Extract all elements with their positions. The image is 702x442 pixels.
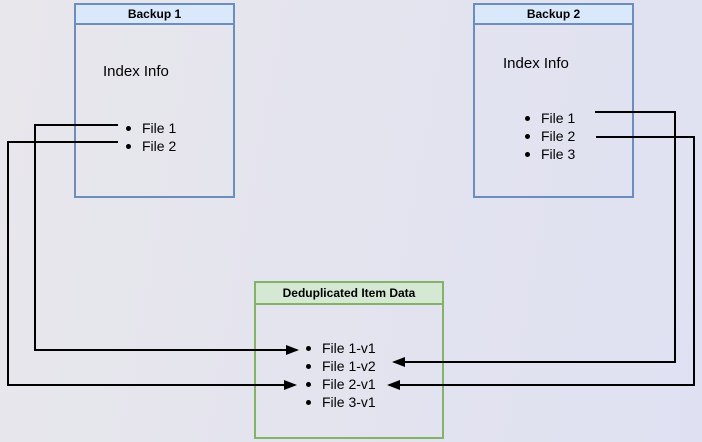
backup1-file-list: File 1 File 2: [126, 119, 176, 155]
backup1-box: Backup 1 Index Info File 1 File 2: [74, 3, 235, 198]
backup2-title: Backup 2: [475, 5, 632, 25]
dedup-item-list: File 1-v1 File 1-v2 File 2-v1 File 3-v1: [306, 339, 376, 411]
backup2-subtitle: Index Info: [503, 55, 569, 72]
dedup-box: Deduplicated Item Data File 1-v1 File 1-…: [254, 281, 444, 439]
dedup-item-file1v1: File 1-v1: [306, 339, 376, 357]
dedup-item-file2v1: File 2-v1: [306, 375, 376, 393]
backup2-file-2: File 2: [525, 127, 575, 145]
backup2-file-1: File 1: [525, 109, 575, 127]
dedup-title: Deduplicated Item Data: [256, 283, 442, 305]
backup2-box: Backup 2 Index Info File 1 File 2 File 3: [473, 3, 634, 198]
backup1-file-2: File 2: [126, 137, 176, 155]
dedup-item-file3v1: File 3-v1: [306, 393, 376, 411]
backup1-file-1: File 1: [126, 119, 176, 137]
backup1-subtitle: Index Info: [103, 63, 169, 80]
backup1-title: Backup 1: [76, 5, 233, 25]
dedup-item-file1v2: File 1-v2: [306, 357, 376, 375]
backup2-file-3: File 3: [525, 145, 575, 163]
backup2-file-list: File 1 File 2 File 3: [525, 109, 575, 163]
